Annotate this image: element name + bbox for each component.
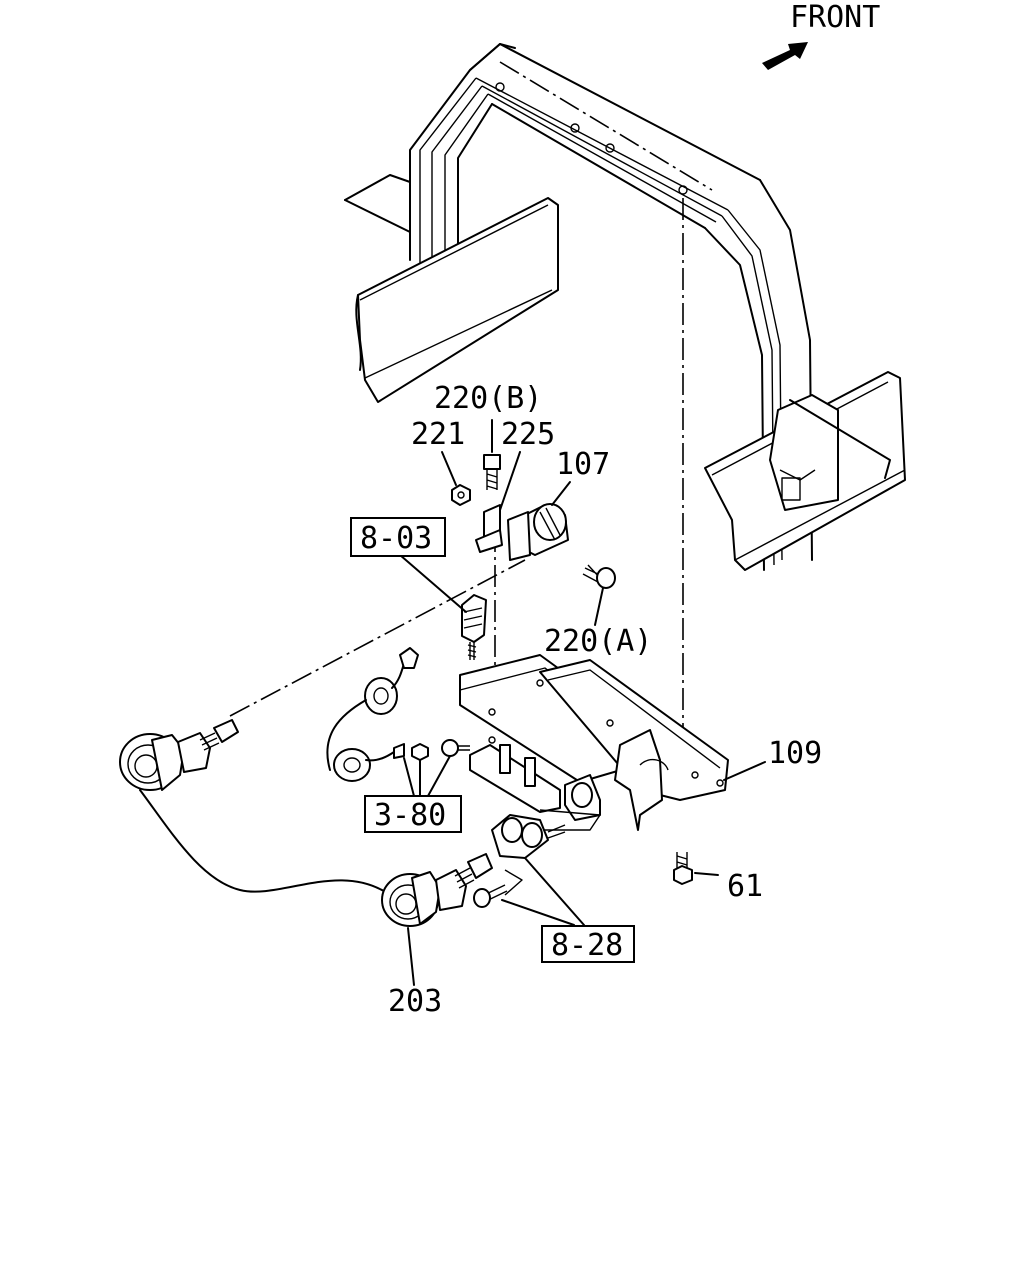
callout-box-8-03	[350, 517, 446, 557]
left-cross-member	[344, 174, 559, 403]
callout-61: 61	[727, 869, 763, 904]
callout-221: 221	[411, 417, 465, 452]
callout-203: 203	[388, 984, 442, 1019]
callout-220a: 220(A)	[544, 624, 652, 659]
bolt-61	[673, 852, 693, 885]
nut-221	[451, 484, 471, 506]
sensor-8-03	[461, 594, 487, 660]
callout-8-28: 8-28	[551, 928, 623, 963]
harness-3-80	[326, 647, 470, 782]
callout-3-80: 3-80	[374, 798, 446, 833]
callout-8-03: 8-03	[360, 521, 432, 556]
bracket-225	[475, 504, 503, 553]
callout-box-3-80	[364, 795, 462, 833]
bolt-220a	[582, 564, 616, 589]
bolt-220b	[483, 454, 501, 490]
switch-8-28	[473, 814, 566, 908]
callout-109: 109	[768, 736, 822, 771]
rubber-mount-107	[507, 503, 569, 561]
callout-220b: 220(B)	[434, 381, 542, 416]
callout-box-8-28	[541, 925, 635, 963]
cable-203	[119, 719, 493, 927]
callout-107: 107	[556, 447, 610, 482]
callout-225: 225	[501, 417, 555, 452]
leader-line-203	[229, 559, 526, 717]
right-cross-member	[704, 371, 906, 571]
front-arrow-icon	[762, 42, 808, 70]
support-bracket-109	[459, 654, 729, 831]
front-label: FRONT	[790, 0, 880, 35]
